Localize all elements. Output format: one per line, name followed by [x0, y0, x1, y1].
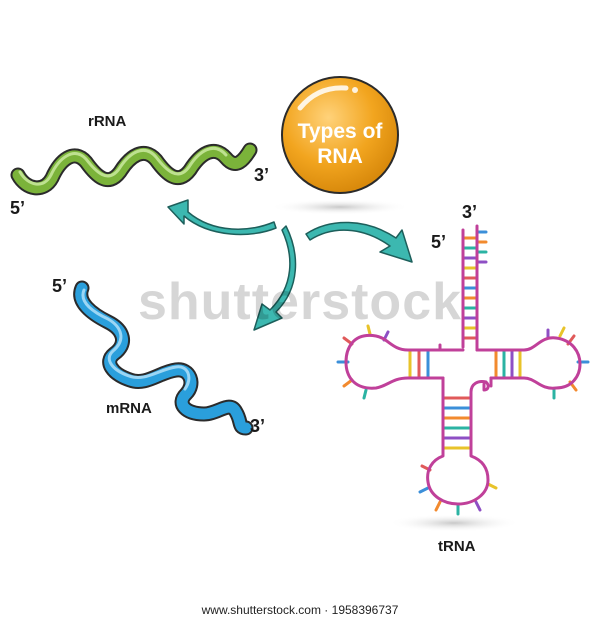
- trna-base: [558, 326, 566, 338]
- trna-base: [434, 500, 442, 512]
- arrow-to-rrna: [167, 199, 277, 236]
- mrna-strand: [73, 280, 254, 436]
- trna-structure: [336, 224, 590, 516]
- mrna-3prime-label: 3’: [250, 416, 265, 436]
- watermark: shutterstock: [138, 273, 462, 331]
- mrna-label: mRNA: [106, 400, 152, 417]
- trna-label: tRNA: [438, 538, 476, 555]
- trna-base: [342, 378, 354, 388]
- types-of-rna-sphere: Types of RNA: [281, 76, 399, 194]
- rrna-label: rRNA: [88, 113, 127, 130]
- trna-base: [474, 500, 482, 512]
- trna-base-pairs: [336, 230, 590, 516]
- center-title-line2: RNA: [317, 145, 363, 168]
- center-title-line1: Types of: [298, 120, 384, 143]
- footer-credit: www.shutterstock.com · 1958396737: [201, 603, 399, 617]
- mrna-5prime-label: 5’: [52, 276, 67, 296]
- arrow-to-mrna: [253, 225, 297, 331]
- trna-shadow: [388, 514, 520, 532]
- rrna-3prime-label: 3’: [254, 165, 269, 185]
- rrna-strand: [10, 142, 258, 196]
- trna-backbone: [344, 224, 582, 506]
- trna-base: [418, 486, 430, 494]
- arrow-to-trna: [305, 221, 413, 263]
- sphere-shadow: [270, 199, 410, 215]
- rrna-5prime-label: 5’: [10, 198, 25, 218]
- trna-base: [362, 388, 368, 400]
- trna-5prime-label: 5’: [431, 232, 446, 252]
- trna-base: [486, 482, 498, 490]
- trna-base: [366, 324, 372, 336]
- trna-3prime-label: 3’: [462, 202, 477, 222]
